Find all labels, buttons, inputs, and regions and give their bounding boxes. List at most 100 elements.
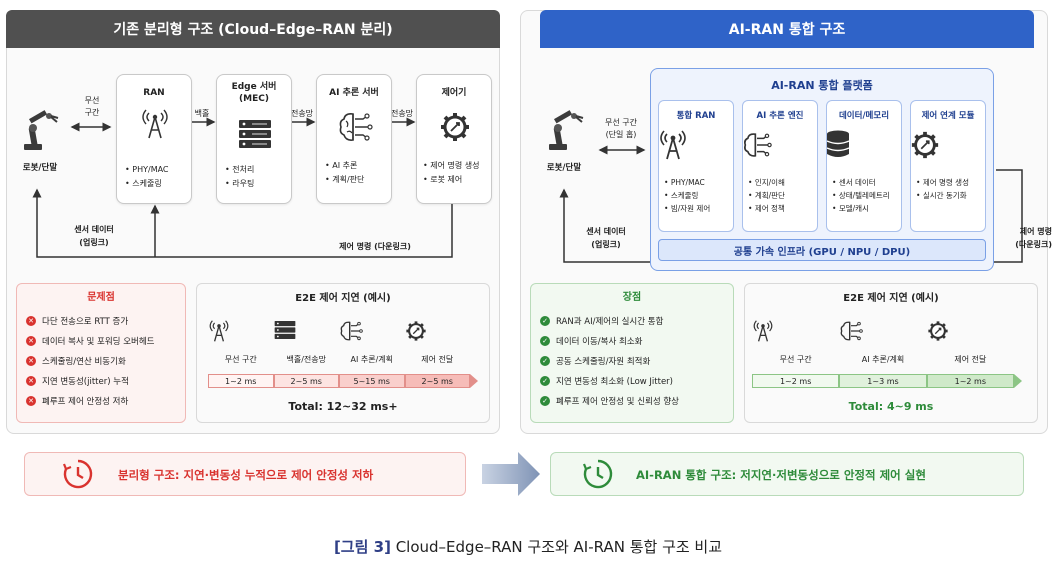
problem-item: ✕ 데이터 복사 및 포워딩 오버헤드 [26, 335, 154, 347]
figure-caption: [그림 3] Cloud–Edge–RAN 구조와 AI-RAN 통합 구조 비… [0, 536, 1056, 557]
left-downlink-label: 제어 명령 (다운링크) [339, 242, 411, 251]
bottom-right-summary [550, 452, 1024, 496]
module-title: 데이터/메모리 [838, 111, 890, 121]
benefit-item: ✓지연 변동성 최소화 (Low Jitter) [540, 375, 673, 387]
server-rack-icon [274, 320, 340, 346]
left-e2e-box [196, 283, 490, 423]
e2e-segment: 1~3 ms [839, 374, 927, 388]
module-item: PHY/MAC [664, 176, 710, 189]
check-circle-icon: ✓ [540, 316, 550, 326]
ran-node-items: PHY/MAC스케줄링 [125, 163, 168, 191]
gear-icon [405, 320, 471, 346]
e2e-stage-label: 무선 구간 [779, 355, 812, 364]
module-title: 통합 RAN [676, 111, 716, 121]
right-uplink-label-2: (업링크) [591, 240, 621, 249]
problem-item: ✕지연 변동성(jitter) 누적 [26, 375, 129, 387]
caption-text: Cloud–Edge–RAN 구조와 AI-RAN 통합 구조 비교 [390, 538, 723, 556]
e2e-stage-label: AI 추론/계획 [350, 355, 393, 364]
brain-chip-icon [339, 320, 405, 346]
ai-server-items: AI 추론계획/판단 [325, 159, 364, 187]
problem-text: 스케줄링/연산 비동기화 [42, 357, 126, 367]
brain-chip-icon [742, 130, 818, 162]
module-title: 제어 연계 모듈 [921, 111, 975, 121]
bottom-right-text: AI-RAN 통합 구조: 저지연·저변동성으로 안정적 제어 실현 [636, 468, 926, 482]
module-item: 상태/텔레메트리 [832, 189, 890, 202]
bottom-left-text: 분리형 구조: 지연·변동성 누적으로 제어 안정성 저하 [118, 468, 374, 482]
benefit-item: ✓ 데이터 이동/복사 최소화 [540, 335, 642, 347]
antenna-icon [208, 320, 274, 346]
module-item: 제어 명령 생성 [916, 176, 969, 189]
x-circle-icon: ✕ [26, 356, 36, 366]
ran-node: RAN PHY/MAC스케줄링 [116, 74, 192, 204]
database-icon [826, 130, 902, 162]
backhaul-label: 백홀 [194, 109, 210, 118]
problem-item: ✕폐루프 제어 안정성 저하 [26, 395, 128, 407]
e2e-segment: 1~2 ms [752, 374, 840, 388]
right-arrow-icon [482, 450, 542, 498]
benefits-title: 장점 [622, 292, 642, 303]
right-wireless-label-1: 무선 구간 [605, 118, 637, 127]
right-e2e-total: Total: 4~9 ms [848, 400, 934, 413]
problem-text: 데이터 복사 및 포워딩 오버헤드 [42, 337, 155, 347]
clock-icon-green [582, 458, 614, 490]
infra-bar: 공통 가속 인프라 (GPU / NPU / DPU) [658, 239, 986, 261]
antenna-icon [658, 130, 734, 162]
e2e-stage-label: 제어 전달 [421, 355, 454, 364]
module-item: 센서 데이터 [832, 176, 890, 189]
x-circle-icon: ✕ [26, 336, 36, 346]
controller-items: 제어 명령 생성로봇 제어 [423, 159, 479, 187]
x-circle-icon: ✕ [26, 316, 36, 326]
module-item: 빔/자원 제어 [664, 202, 710, 215]
module-item: 스케줄링 [664, 189, 710, 202]
benefit-text: 데이터 이동/복사 최소화 [556, 337, 643, 347]
right-downlink-label-2: (다운링크) [1015, 240, 1052, 249]
gear-icon [927, 320, 1014, 346]
controller-node: 제어기 제어 명령 생성로봇 제어 [416, 74, 492, 204]
problems-title: 문제점 [87, 292, 115, 303]
benefits-box [530, 283, 734, 423]
benefit-item: ✓RAN과 AI/제어의 실시간 통합 [540, 315, 663, 327]
e2e-segment: 1~2 ms [208, 374, 274, 388]
edge-server-items: 전처리라우팅 [225, 163, 254, 191]
e2e-segment: 1~2 ms [926, 374, 1014, 388]
module-item: 실시간 동기화 [916, 189, 969, 202]
clock-icon-red [62, 458, 94, 490]
problem-text: 폐루프 제어 안정성 저하 [42, 397, 129, 407]
left-e2e-total: Total: 12~32 ms+ [288, 400, 398, 413]
brain-chip-icon [839, 320, 926, 346]
e2e-stage-label: 백홀/전송망 [286, 355, 327, 364]
module-items: 제어 명령 생성실시간 동기화 [916, 176, 969, 202]
caption-prefix: [그림 3] [333, 538, 391, 556]
right-e2e-box [744, 283, 1038, 423]
transport-label-2: 전송망 [390, 109, 414, 118]
problem-item: ✕ 다단 전송으로 RTT 증가 [26, 315, 128, 327]
bar-arrow-tip [470, 374, 478, 388]
e2e-stage-label: 무선 구간 [224, 355, 257, 364]
benefit-item: ✓폐루프 제어 안정성 및 신뢰성 향상 [540, 395, 679, 407]
check-circle-icon: ✓ [540, 336, 550, 346]
e2e-segment: 2~5 ms [273, 374, 339, 388]
left-panel-title: 기존 분리형 구조 (Cloud–Edge–RAN 분리) [6, 10, 500, 48]
problem-text: 다단 전송으로 RTT 증가 [42, 317, 129, 327]
transport-label-1: 전송망 [290, 109, 314, 118]
module-item: 계획/판단 [748, 189, 785, 202]
e2e-stage-label: AI 추론/계획 [861, 355, 905, 364]
right-uplink-label-1: 센서 데이터 [586, 227, 626, 236]
check-circle-icon: ✓ [540, 356, 550, 366]
infra-label: 공통 가속 인프라 (GPU / NPU / DPU) [733, 246, 911, 258]
module-items: 센서 데이터상태/텔레메트리모델/캐시 [832, 176, 890, 215]
module-title: AI 추론 엔진 [756, 111, 804, 121]
e2e-segment: 5~15 ms [339, 374, 405, 388]
ai-server-title: AI 추론 서버 [329, 88, 379, 98]
robot-arm-icon [20, 108, 62, 152]
platform-title: AI-RAN 통합 플랫폼 [771, 79, 873, 92]
brain-chip-icon [337, 111, 373, 143]
left-e2e-title: E2E 제어 지연 (예시) [295, 293, 391, 304]
right-e2e-title: E2E 제어 지연 (예시) [843, 293, 939, 304]
bottom-left-summary [24, 452, 466, 496]
check-circle-icon: ✓ [540, 396, 550, 406]
module-items: PHY/MAC스케줄링빔/자원 제어 [664, 176, 710, 215]
edge-server-node: Edge 서버 (MEC) 전처리라우팅 [216, 74, 292, 204]
